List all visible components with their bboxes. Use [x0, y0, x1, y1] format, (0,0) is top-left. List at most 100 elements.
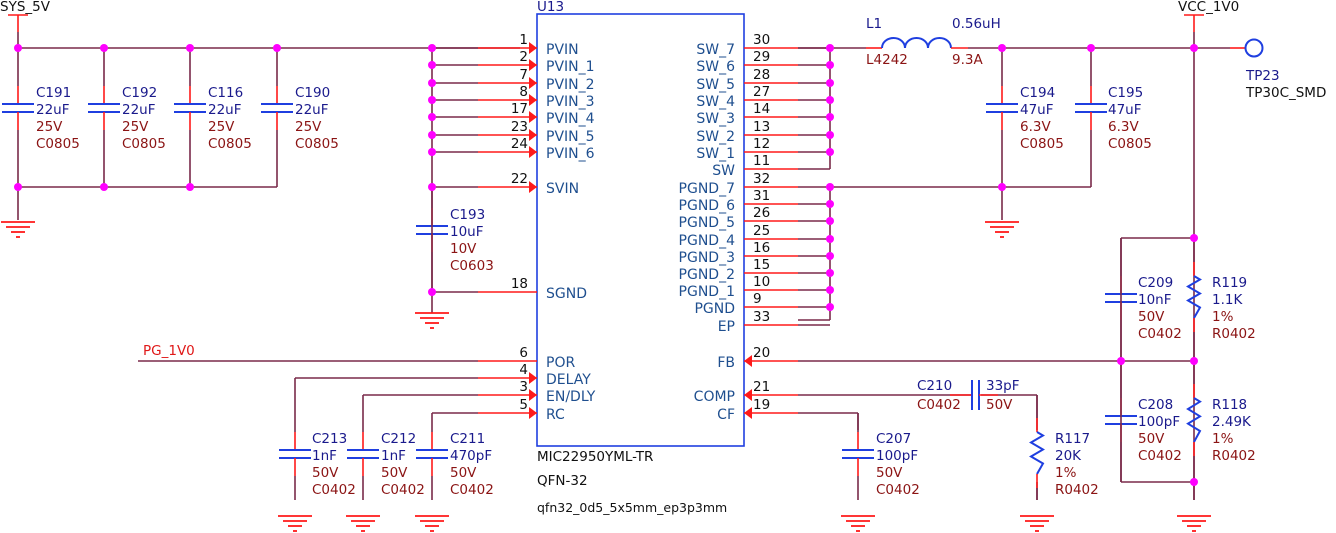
pgnd-bus — [798, 186, 1091, 321]
pin-number: 33 — [753, 309, 770, 325]
pin-number: 20 — [753, 345, 770, 361]
ic-u13[interactable]: U13 MIC22950YML-TR QFN-32 qfn32_0d5_5x5m… — [536, 0, 745, 515]
pin-name: EN/DLY — [546, 389, 596, 405]
pin-name: PGND_4 — [679, 233, 736, 249]
res-tolerance: 1% — [1212, 431, 1234, 447]
ground-icon — [1177, 515, 1211, 532]
cap-designator: C209 — [1138, 275, 1173, 291]
ground-icon — [415, 515, 449, 532]
pin-name: SVIN — [546, 181, 579, 197]
pin-number: 26 — [753, 205, 770, 221]
pin-direction-arrow-icon — [529, 372, 537, 384]
pin-name: PVIN_4 — [546, 111, 595, 127]
pin-number: 32 — [753, 171, 770, 187]
pin-name: SW_1 — [696, 146, 735, 162]
junction-dot — [100, 44, 108, 52]
cap-designator: C210 — [917, 378, 952, 394]
testpoint-circle-icon[interactable] — [1244, 38, 1264, 58]
inductor-l1[interactable]: L1 0.56uH L4242 9.3A — [798, 16, 1001, 68]
pin-name: CF — [717, 407, 735, 423]
ic-body[interactable] — [536, 13, 745, 447]
cap-designator: C193 — [450, 207, 485, 223]
testpoint-tp23[interactable]: TP23 TP30C_SMD — [1244, 38, 1326, 102]
junction-dot — [428, 148, 436, 156]
cap-package: C0402 — [876, 482, 920, 498]
ic-pin-en-dly[interactable]: 3EN/DLY — [478, 379, 596, 405]
junction-dot — [826, 286, 834, 294]
pin-name: EP — [718, 319, 735, 335]
capacitor-c210[interactable]: C210 C0402 33pF 50V — [917, 378, 1020, 413]
junction-dot — [428, 79, 436, 87]
inductor-designator: L1 — [866, 16, 882, 32]
net-pg-1v0: PG_1V0 — [138, 343, 478, 362]
junction-dot — [14, 44, 22, 52]
pin-direction-arrow-icon — [529, 77, 537, 89]
testpoint-footprint: TP30C_SMD — [1245, 85, 1326, 101]
cap-package: C0805 — [1020, 136, 1064, 152]
pin-name: SW_7 — [696, 42, 735, 58]
res-designator: R118 — [1212, 397, 1247, 413]
ground-icon — [1, 221, 35, 238]
res-value: 20K — [1055, 448, 1082, 464]
pin-name: DELAY — [546, 372, 591, 388]
junction-dot — [826, 61, 834, 69]
pin-name: PGND_1 — [679, 284, 735, 300]
junction-dot — [1190, 357, 1198, 365]
cap-designator: C207 — [876, 431, 911, 447]
pin-name: PVIN_5 — [546, 129, 595, 145]
cap-voltage: 50V — [312, 465, 339, 481]
ic-pin-rc[interactable]: 5RC — [478, 397, 565, 423]
junction-dot — [428, 61, 436, 69]
junction-dot — [826, 148, 834, 156]
